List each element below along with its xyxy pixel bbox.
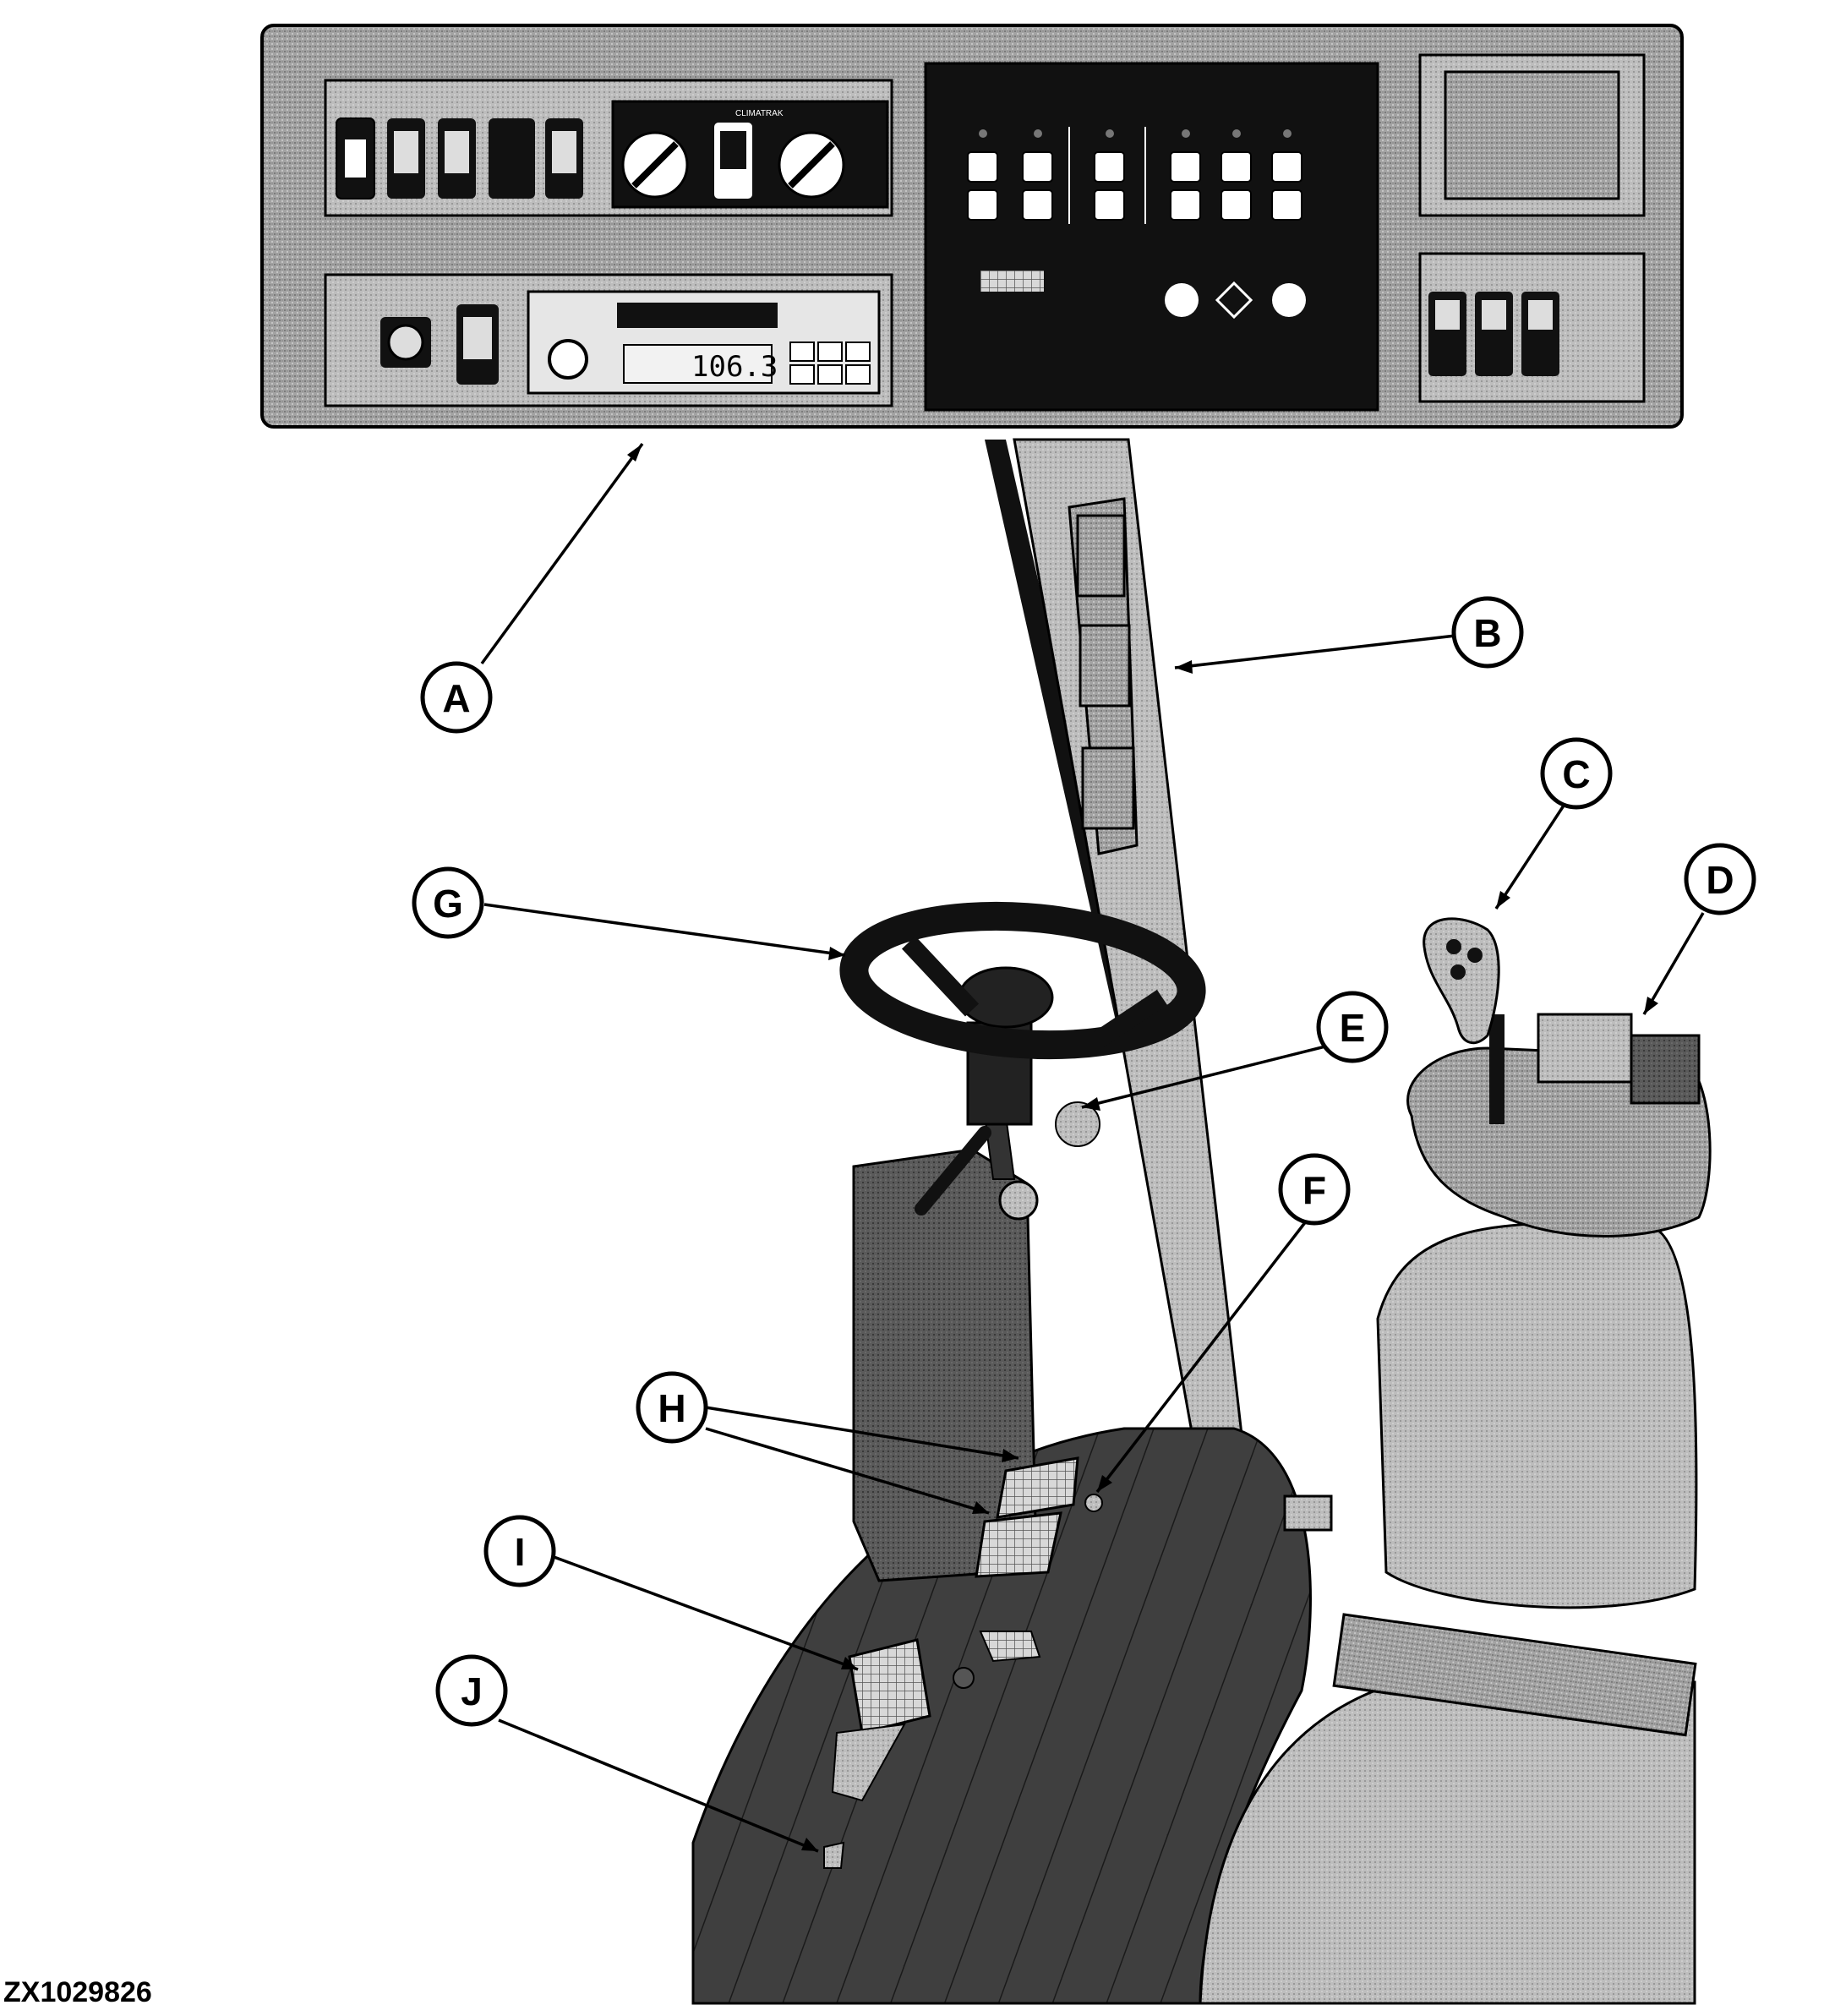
preset-button-3[interactable] [845,341,871,362]
radio-bay: 106.3 [324,273,893,407]
armrest-block [1630,1034,1701,1105]
leader-i [549,1554,859,1671]
clutch-pedal[interactable] [848,1638,931,1735]
stop-lamp [1165,283,1199,317]
operator-seat [1199,1221,1698,2005]
leader-e [1081,1042,1336,1109]
header-icon [980,270,1044,292]
hydro-handle[interactable] [1423,917,1505,1124]
leader-g [483,903,846,957]
callout-j-label: J [461,1669,483,1713]
callout-i: I [483,1515,556,1587]
leader-f [1095,1220,1308,1494]
cab-post [985,438,1248,1481]
indicator-icon-6 [1271,151,1302,183]
preset-button-5[interactable] [817,364,843,385]
callout-c-label: C [1562,752,1590,796]
callout-g: G [412,866,484,939]
preset-button-4[interactable] [789,364,815,385]
leader-h-lower [705,1427,990,1515]
brake-pedal-left[interactable] [996,1456,1079,1519]
floor-pedal-right[interactable] [1283,1494,1333,1532]
overhead-monitor [1444,70,1620,200]
blank-switch-slot [489,118,535,199]
callout-a: A [420,661,493,734]
indicator-icon-8 [1022,189,1053,221]
climate-panel-label: CLIMATRAK [735,109,784,118]
callout-a-label: A [442,676,470,720]
indicator-icon-3 [1094,151,1125,183]
indicator-icon-12 [1271,189,1302,221]
info-lamp [1272,283,1306,317]
indicator-icon-11 [1221,189,1252,221]
callout-g-label: G [433,882,463,926]
callout-d-label: D [1706,858,1734,902]
post-monitor-3 [1081,746,1135,830]
callout-f: F [1278,1153,1351,1226]
radio-display [623,344,773,384]
console-switch-block [1537,1013,1633,1084]
callout-c: C [1540,737,1613,810]
figure-id: ZX1029826 [3,1976,152,2008]
indicator-panel [924,62,1379,412]
park-lock-pedal[interactable] [823,1841,845,1869]
indicator-icon-9 [1094,189,1125,221]
indicator-icon-10 [1170,189,1201,221]
leader-c [1494,802,1567,910]
callout-f-label: F [1302,1168,1326,1212]
callout-e-label: E [1340,1006,1366,1050]
callout-b-label: B [1473,611,1501,655]
leader-d [1642,912,1705,1015]
callout-j: J [435,1654,508,1727]
overhead-console: CLIMATRAK 106.3 [260,24,1684,429]
callout-d: D [1684,843,1756,915]
cassette-slot [617,303,778,328]
leader-a [480,442,644,665]
volume-knob[interactable] [548,339,588,380]
turn-signal-lever[interactable] [915,1126,991,1216]
pedals [823,1456,1333,1869]
indicator-icon-5 [1221,151,1252,183]
preset-button-1[interactable] [789,341,815,362]
leader-lines [480,442,1705,1853]
leader-j [498,1718,819,1853]
indicator-icon-7 [967,189,998,221]
post-monitors [1068,497,1139,855]
steering-column [839,901,1206,1582]
callout-h: H [636,1371,708,1444]
steering-wheel[interactable] [839,901,1206,1060]
leader-h-upper [705,1406,1019,1460]
floor-button[interactable] [1084,1494,1103,1512]
warning-lamp [1215,281,1253,320]
preset-button-2[interactable] [817,341,843,362]
climate-control-panel: CLIMATRAK [611,100,889,209]
column-knob[interactable] [998,1180,1039,1221]
right-console [1406,917,1712,1237]
callout-i-label: I [515,1530,526,1574]
leader-b [1174,634,1456,669]
radio-frequency: 106.3 [691,350,778,384]
indicator-icon-2 [1022,151,1053,183]
post-monitor-2 [1079,624,1131,708]
preset-button-6[interactable] [845,364,871,385]
indicator-icon-4 [1170,151,1201,183]
indicator-icon-1 [967,151,998,183]
callout-h-label: H [658,1386,685,1430]
tilt-release-knob[interactable] [1055,1101,1100,1147]
post-monitor-1 [1076,514,1126,598]
brake-pedal-right[interactable] [975,1511,1062,1578]
callout-e: E [1316,991,1389,1063]
heel-pedal[interactable] [979,1631,1041,1663]
callout-b: B [1451,596,1524,669]
